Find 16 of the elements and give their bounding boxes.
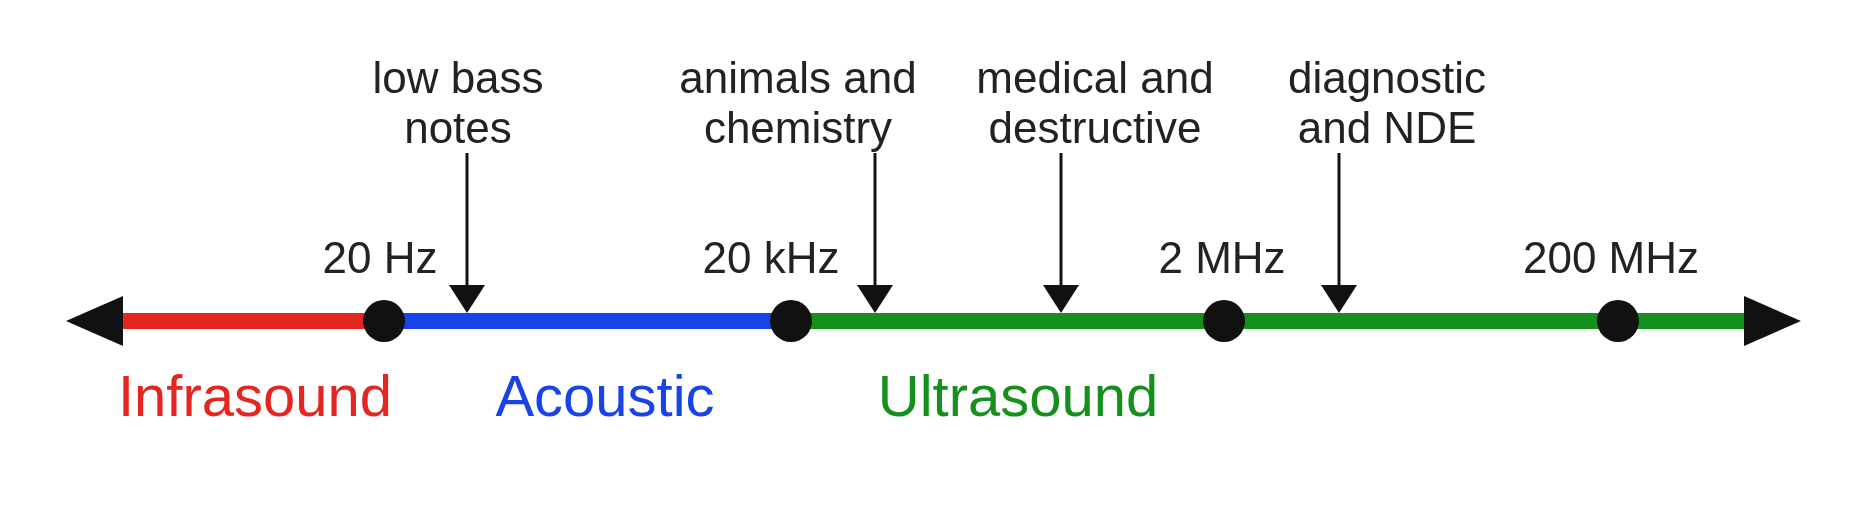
band-label: Ultrasound bbox=[877, 362, 1159, 430]
frequency-label: 20 Hz bbox=[322, 232, 438, 284]
annotation-text: animals and chemistry bbox=[678, 53, 918, 153]
band-label: Acoustic bbox=[495, 362, 715, 430]
annotation-text: diagnostic and NDE bbox=[1287, 53, 1487, 153]
band-label: Infrasound bbox=[117, 362, 393, 430]
annotation-text: medical and destructive bbox=[975, 53, 1215, 153]
frequency-axis bbox=[66, 296, 1801, 346]
leader-arrow bbox=[1321, 153, 1357, 313]
leader-arrow bbox=[1043, 153, 1079, 313]
frequency-label: 2 MHz bbox=[1158, 232, 1286, 284]
leader-arrow bbox=[857, 153, 893, 313]
leader-arrow bbox=[449, 153, 485, 313]
frequency-label: 200 MHz bbox=[1522, 232, 1700, 284]
annotation-text: low bass notes bbox=[371, 53, 545, 153]
frequency-label: 20 kHz bbox=[702, 232, 840, 284]
